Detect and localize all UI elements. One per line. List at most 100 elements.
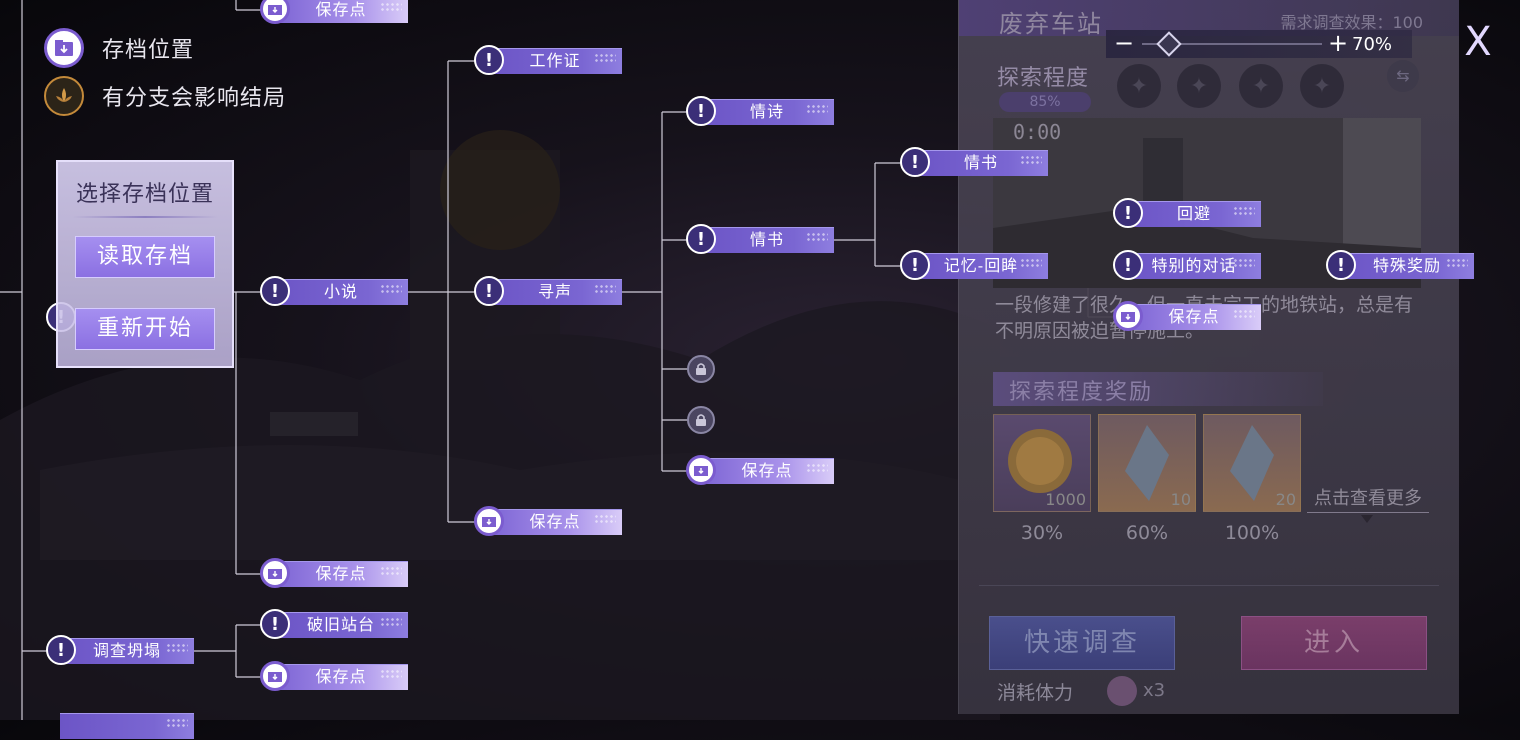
exclamation-icon: ! <box>1326 250 1356 280</box>
panel-divider <box>72 216 218 218</box>
node-label: 情书 <box>749 230 784 249</box>
save-folder-icon <box>44 28 84 68</box>
zoom-control: − + 70% <box>1106 30 1412 58</box>
node-label: 工作证 <box>529 51 581 70</box>
investigation-requirement: 需求调查效果：100 <box>1280 13 1423 32</box>
locked-node-2[interactable] <box>687 406 715 434</box>
tree-node-old-platform[interactable]: ! 破旧站台 <box>260 609 408 639</box>
locked-node-1[interactable] <box>687 355 715 383</box>
scene-timer: 0:00 <box>1013 120 1062 144</box>
tree-node-novel-save[interactable]: 保存点 <box>260 558 408 588</box>
node-bar <box>488 48 622 74</box>
zoom-in-button[interactable]: + <box>1328 29 1349 57</box>
stage-title: 废弃车站 <box>999 10 1103 38</box>
node-bar <box>914 253 1048 279</box>
reward-count: 20 <box>1275 490 1296 509</box>
node-bar <box>700 99 834 125</box>
legend: 存档位置 有分支会影响结局 <box>44 24 286 120</box>
tree-node-novel[interactable]: ! 小说 <box>260 276 408 306</box>
zoom-value: 70% <box>1352 34 1393 55</box>
reward-header: 探索程度奖励 <box>993 372 1323 406</box>
node-bar <box>700 458 834 484</box>
save-folder-icon <box>260 0 290 24</box>
node-label: 情诗 <box>749 102 784 121</box>
node-bar <box>274 561 408 587</box>
legend-branch-row: 有分支会影响结局 <box>44 72 286 120</box>
node-bar <box>1127 201 1261 227</box>
legend-save-label: 存档位置 <box>102 38 195 63</box>
tree-node-love-letter-2[interactable]: ! 情书 <box>900 147 1048 177</box>
zoom-slider-handle[interactable] <box>1156 31 1182 57</box>
close-button[interactable]: X <box>1464 19 1492 65</box>
legend-save-row: 存档位置 <box>44 24 286 72</box>
puzzle-piece-icon: ✦ <box>1300 64 1344 108</box>
save-folder-icon <box>260 661 290 691</box>
save-folder-icon <box>686 455 716 485</box>
select-save-title: 选择存档位置 <box>75 182 214 207</box>
node-label: 记忆-回眸 <box>943 256 1019 275</box>
node-bar <box>914 150 1048 176</box>
node-label: 保存点 <box>1168 307 1220 326</box>
puzzle-piece-icon: ✦ <box>1117 64 1161 108</box>
reward-percent: 30% <box>1020 522 1064 544</box>
node-label: 小说 <box>323 282 358 301</box>
reward-title: 探索程度奖励 <box>1009 380 1154 405</box>
load-save-button[interactable]: 读取存档 <box>75 236 215 278</box>
exclamation-icon: ! <box>260 609 290 639</box>
save-folder-icon <box>260 558 290 588</box>
tree-node-special-dialog[interactable]: ! 特别的对话 <box>1113 250 1261 280</box>
tree-node-special-reward[interactable]: ! 特殊奖励 <box>1326 250 1474 280</box>
tree-node-search-voice[interactable]: ! 寻声 <box>474 276 622 306</box>
reward-count: 1000 <box>1045 490 1086 509</box>
exclamation-icon: ! <box>900 147 930 177</box>
quick-investigate-button[interactable]: 快速调查 <box>989 616 1175 670</box>
stamina-heart-icon <box>1107 676 1137 706</box>
select-save-panel: 选择存档位置 读取存档 重新开始 <box>56 160 234 368</box>
node-bar <box>274 279 408 305</box>
node-bar <box>1340 253 1474 279</box>
reward-crystal-1[interactable]: 10 <box>1098 414 1196 512</box>
tree-node-dodge[interactable]: ! 回避 <box>1113 198 1261 228</box>
view-more-link[interactable]: 点击查看更多 <box>1307 484 1429 513</box>
tree-node-memory-save[interactable]: 保存点 <box>1113 301 1261 331</box>
exclamation-icon: ! <box>1113 250 1143 280</box>
panel-divider <box>979 585 1439 586</box>
stage-info-panel: 废弃车站 需求调查效果：100 探索程度 85% ✦ ✦ ✦ ✦ ⇆ 0:00 … <box>958 0 1459 714</box>
node-label: 情书 <box>963 153 998 172</box>
reward-count: 10 <box>1170 490 1191 509</box>
exclamation-icon: ! <box>686 224 716 254</box>
lock-icon <box>696 363 706 375</box>
tree-node-work-card[interactable]: ! 工作证 <box>474 45 622 75</box>
tree-node-search-save[interactable]: 保存点 <box>474 506 622 536</box>
node-label: 寻声 <box>537 282 572 301</box>
zoom-slider-track[interactable] <box>1142 43 1322 45</box>
node-label: 破旧站台 <box>306 615 375 634</box>
tree-node-mid-save[interactable]: 保存点 <box>686 455 834 485</box>
tree-node-top-save[interactable]: 保存点 <box>260 0 408 24</box>
tree-node-memory[interactable]: ! 记忆-回眸 <box>900 250 1048 280</box>
exclamation-icon: ! <box>46 635 76 665</box>
exploration-label: 探索程度 <box>997 66 1090 91</box>
share-icon[interactable]: ⇆ <box>1387 60 1419 92</box>
tree-node-love-poem[interactable]: ! 情诗 <box>686 96 834 126</box>
tree-node-love-letter[interactable]: ! 情书 <box>686 224 834 254</box>
tree-node-investigate-save[interactable]: 保存点 <box>260 661 408 691</box>
tree-node-partial-bottom[interactable] <box>46 712 194 740</box>
node-bar <box>488 279 622 305</box>
node-label: 保存点 <box>315 564 367 583</box>
exploration-value: 85% <box>999 92 1091 112</box>
restart-button[interactable]: 重新开始 <box>75 308 215 350</box>
reward-coin[interactable]: 1000 <box>993 414 1091 512</box>
reward-percent: 60% <box>1125 522 1169 544</box>
node-bar <box>1127 304 1261 330</box>
node-label: 回避 <box>1176 204 1211 223</box>
stamina-label: 消耗体力 <box>997 682 1074 704</box>
tree-node-investigate[interactable]: ! 调查坍塌 <box>46 635 194 665</box>
enter-button[interactable]: 进入 <box>1241 616 1427 670</box>
node-label: 调查坍塌 <box>92 641 161 660</box>
zoom-out-button[interactable]: − <box>1114 29 1135 57</box>
branch-lotus-icon <box>44 76 84 116</box>
stamina-cost: x3 <box>1143 680 1166 701</box>
reward-crystal-2[interactable]: 20 <box>1203 414 1301 512</box>
node-label: 保存点 <box>529 512 581 531</box>
